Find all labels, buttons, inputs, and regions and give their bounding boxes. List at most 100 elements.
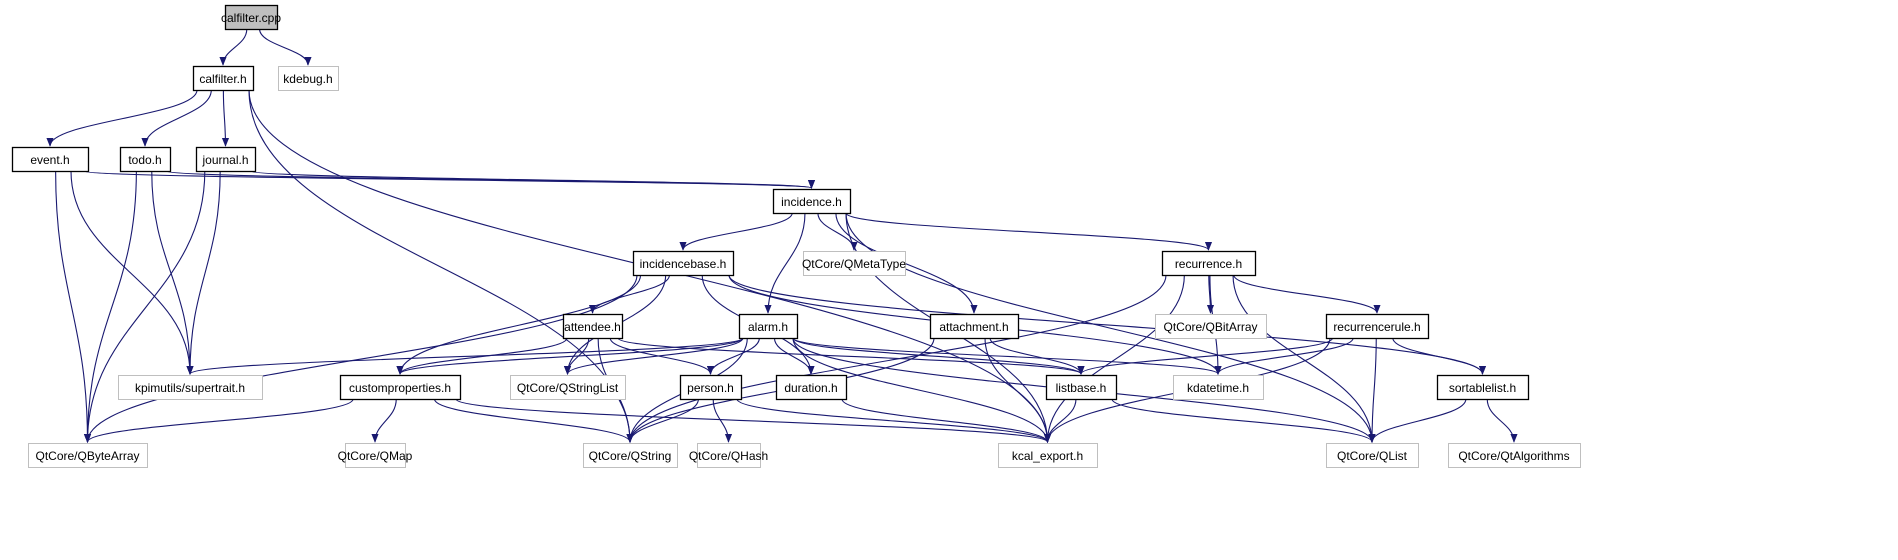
node-label: attendee.h (564, 320, 621, 334)
node-box (28, 443, 148, 468)
node-label: person.h (687, 381, 734, 395)
edge-recurrencerule-h-to-sortablelist-h (1392, 337, 1487, 375)
edge-recurrence-h-to-recurrencerule-h (1233, 274, 1381, 314)
node-label: recurrencerule.h (1333, 320, 1420, 334)
node-qstringlist: QtCore/QStringList (510, 375, 626, 400)
edge-alarm-h-to-customproperties-h (396, 337, 744, 375)
node-label: todo.h (128, 153, 161, 167)
edge-incidencebase-h-to-qbytearray (83, 274, 638, 443)
edge-sortablelist-h-to-qlist (1368, 398, 1467, 443)
node-label: calfilter.cpp (221, 11, 281, 25)
node-label: duration.h (784, 381, 837, 395)
node-box (679, 374, 743, 401)
edge-duration-h-to-kcal-export-h (841, 398, 1052, 443)
node-qmetatype: QtCore/QMetaType (802, 251, 906, 276)
edge-alarm-h-to-kcal-export-h (792, 337, 1052, 443)
node-calfilter-h[interactable]: calfilter.h (192, 65, 255, 92)
node-attendee-h[interactable]: attendee.h (562, 313, 624, 340)
edge-recurrence-h-to-qbitarray (1206, 274, 1215, 314)
node-label: attachment.h (939, 320, 1008, 334)
edge-incidencebase-h-to-attendee-h (588, 274, 670, 314)
edge-person-h-to-qhash (712, 398, 733, 443)
node-box (11, 146, 90, 173)
node-event-h[interactable]: event.h (11, 146, 90, 173)
edge-calfilter-h-to-journal-h (221, 89, 230, 147)
node-box (339, 374, 462, 401)
node-box (195, 146, 257, 173)
node-label: QtCore/QStringList (517, 381, 619, 395)
node-box (697, 443, 761, 468)
node-label: alarm.h (748, 320, 788, 334)
node-box (278, 66, 339, 91)
node-todo-h[interactable]: todo.h (119, 146, 172, 173)
edge-todo-h-to-supertrait-h (151, 170, 194, 375)
edge-calfilter-h-to-event-h (46, 89, 198, 147)
edge-listbase-h-to-kcal-export-h (1043, 398, 1077, 443)
node-label: kdebug.h (283, 72, 332, 86)
edge-incidence-h-to-recurrence-h (845, 212, 1212, 251)
node-qmap: QtCore/QMap (338, 443, 413, 468)
node-alarm-h[interactable]: alarm.h (738, 313, 799, 340)
node-label: incidencebase.h (640, 257, 727, 271)
node-box (118, 375, 263, 400)
nodes-layer: calfilter.cpp calfilter.h kdebug.h event.h t… (11, 4, 1581, 468)
edge-alarm-h-to-person-h (706, 337, 760, 375)
node-qlist: QtCore/QList (1326, 443, 1419, 468)
edges-layer (46, 28, 1518, 443)
node-kdebug-h: kdebug.h (278, 66, 339, 91)
edge-listbase-h-to-qlist (1111, 398, 1376, 443)
node-sortablelist-h[interactable]: sortablelist.h (1436, 374, 1530, 401)
edge-event-h-to-supertrait-h (70, 170, 194, 375)
node-label: kpimutils/supertrait.h (135, 381, 245, 395)
node-label: listbase.h (1056, 381, 1107, 395)
node-recurrencerule-h[interactable]: recurrencerule.h (1325, 313, 1430, 340)
node-label: QtCore/QList (1337, 449, 1408, 463)
edge-alarm-h-to-duration-h (773, 337, 815, 375)
node-box (1325, 313, 1430, 340)
edge-recurrencerule-h-to-qlist (1368, 337, 1377, 443)
edge-attendee-h-to-listbase-h (617, 337, 1085, 375)
node-box (1326, 443, 1419, 468)
edge-sortablelist-h-to-qtalgorithms (1486, 398, 1518, 443)
edge-attachment-h-to-kcal-export-h (984, 337, 1052, 443)
node-box (929, 313, 1020, 340)
edge-alarm-h-to-kdatetime-h (792, 337, 1222, 375)
edge-recurrencerule-h-to-listbase-h (1077, 337, 1334, 375)
edge-recurrence-h-to-qlist (1232, 274, 1376, 443)
node-box (583, 443, 678, 468)
node-attachment-h[interactable]: attachment.h (929, 313, 1020, 340)
node-label: QtCore/QByteArray (35, 449, 139, 463)
node-journal-h[interactable]: journal.h (195, 146, 257, 173)
node-qstring: QtCore/QString (583, 443, 678, 468)
node-kcal-export-h: kcal_export.h (998, 443, 1098, 468)
edge-attendee-h-to-customproperties-h (396, 337, 568, 375)
edge-person-h-to-kcal-export-h (736, 398, 1051, 443)
node-box (803, 251, 906, 276)
node-label: incidence.h (781, 195, 842, 209)
node-box (119, 146, 172, 173)
node-box (510, 375, 626, 400)
node-label: customproperties.h (349, 381, 451, 395)
edge-customproperties-h-to-qmap (371, 398, 397, 443)
node-incidence-h[interactable]: incidence.h (772, 188, 852, 215)
node-box (562, 313, 624, 340)
node-duration-h[interactable]: duration.h (775, 374, 848, 401)
node-listbase-h[interactable]: listbase.h (1045, 374, 1118, 401)
edge-recurrencerule-h-to-kdatetime-h (1214, 337, 1354, 375)
node-supertrait-h: kpimutils/supertrait.h (118, 375, 263, 400)
node-box (1161, 250, 1257, 277)
node-label: sortablelist.h (1449, 381, 1516, 395)
edge-incidence-h-to-incidencebase-h (679, 212, 793, 251)
node-person-h[interactable]: person.h (679, 374, 743, 401)
edge-recurrence-h-to-kcal-export-h (1043, 274, 1185, 443)
edge-alarm-h-to-qstringlist (563, 337, 744, 375)
node-calfilter-cpp[interactable]: calfilter.cpp (221, 4, 281, 31)
node-label: QtCore/QtAlgorithms (1458, 449, 1569, 463)
node-box (345, 443, 406, 468)
node-label: kdatetime.h (1187, 381, 1249, 395)
node-incidencebase-h[interactable]: incidencebase.h (632, 250, 735, 277)
node-customproperties-h[interactable]: customproperties.h (339, 374, 462, 401)
edge-journal-h-to-incidence-h (250, 170, 815, 189)
node-recurrence-h[interactable]: recurrence.h (1161, 250, 1257, 277)
